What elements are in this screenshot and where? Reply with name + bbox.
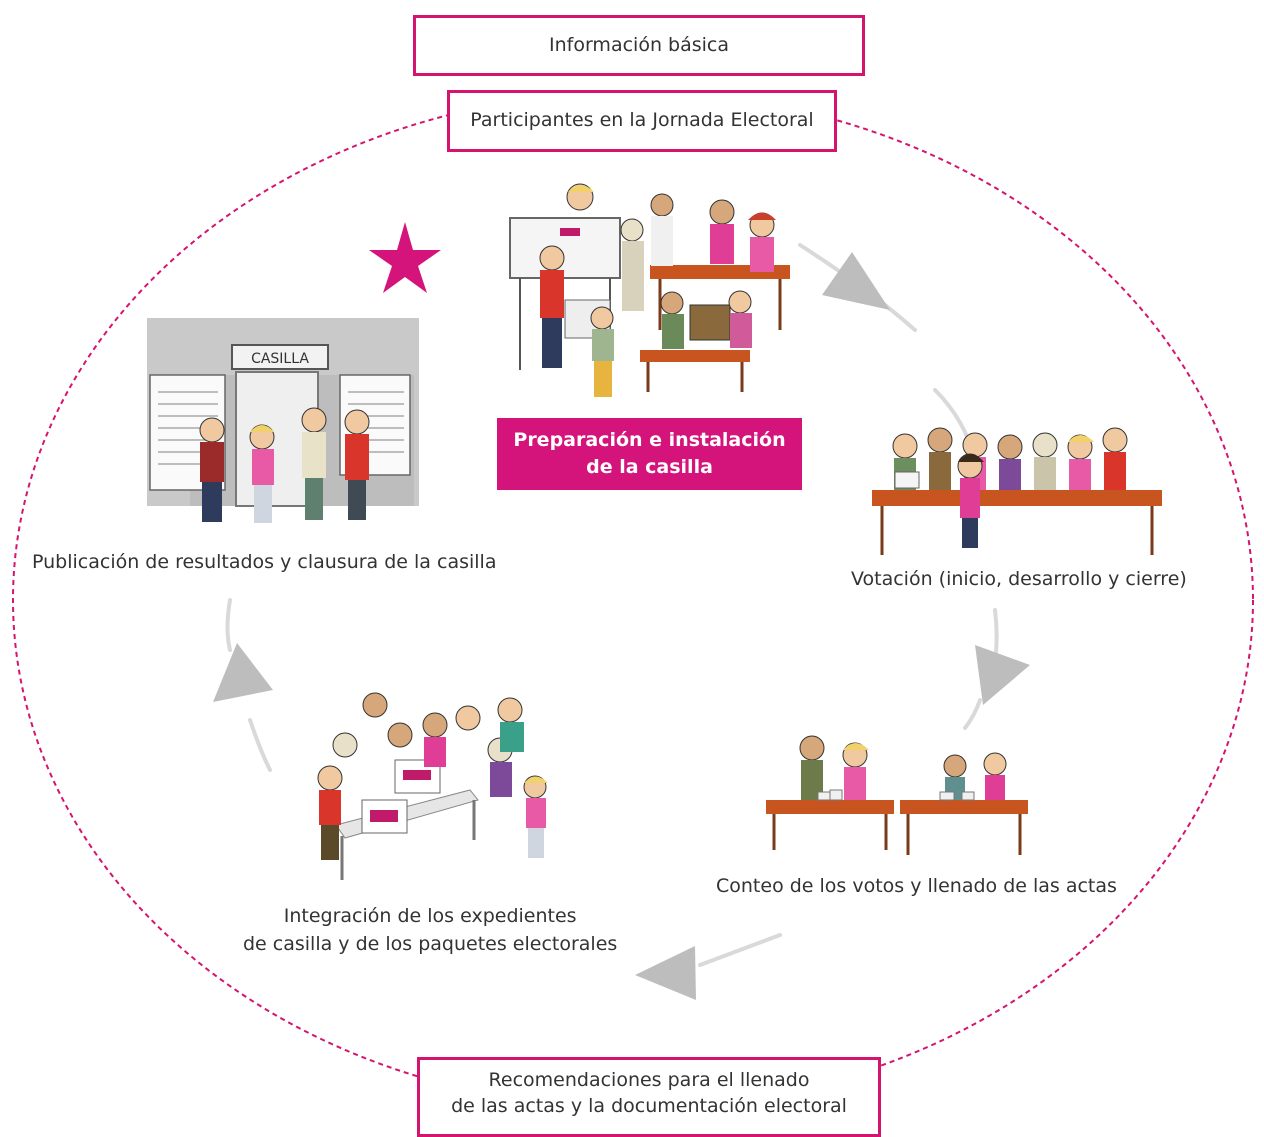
- votacion-label: Votación (inicio, desarrollo y cierre): [851, 568, 1187, 590]
- participantes-box[interactable]: Participantes en la Jornada Electoral: [447, 90, 837, 152]
- arrow-icon: [822, 252, 890, 310]
- votacion-stage-label[interactable]: Votación (inicio, desarrollo y cierre): [851, 566, 1187, 594]
- recomendaciones-box[interactable]: Recomendaciones para el llenado de las a…: [417, 1057, 881, 1137]
- arrow-icon: [213, 643, 273, 702]
- preparacion-label-line-2: de la casilla: [586, 456, 713, 478]
- publicacion-label: Publicación de resultados y clausura de …: [32, 551, 497, 573]
- arrow-icon: [975, 645, 1030, 705]
- casilla-sign-text: CASILLA: [251, 351, 309, 367]
- recomendaciones-label-line-2: de las actas y la documentación electora…: [451, 1095, 847, 1117]
- conteo-label: Conteo de los votos y llenado de las act…: [716, 875, 1117, 897]
- recomendaciones-label-line-1: Recomendaciones para el llenado: [488, 1069, 810, 1092]
- flow-curves: [225, 243, 999, 967]
- preparation-illustration: [509, 183, 790, 397]
- voting-illustration: [872, 427, 1162, 555]
- preparacion-stage-highlight[interactable]: Preparación e instalación de la casilla: [497, 418, 802, 490]
- integration-illustration: [317, 692, 548, 880]
- counting-illustration: [766, 735, 1028, 855]
- arrow-icon: [635, 946, 696, 1000]
- participantes-label: Participantes en la Jornada Electoral: [470, 109, 814, 132]
- info-basica-box[interactable]: Información básica: [413, 15, 865, 76]
- conteo-stage-label[interactable]: Conteo de los votos y llenado de las act…: [716, 873, 1117, 901]
- integracion-label-line-1: Integración de los expedientes: [283, 905, 577, 927]
- integracion-stage-label[interactable]: Integración de los expedientes de casill…: [243, 903, 617, 958]
- info-basica-label: Información básica: [549, 33, 729, 56]
- star-icon: [369, 222, 441, 293]
- preparacion-label-line-1: Preparación e instalación: [513, 429, 786, 452]
- publicacion-stage-label[interactable]: Publicación de resultados y clausura de …: [32, 549, 496, 577]
- casilla-building-illustration: CASILLA: [147, 318, 419, 523]
- integracion-label-line-2: de casilla y de los paquetes electorales: [243, 932, 618, 955]
